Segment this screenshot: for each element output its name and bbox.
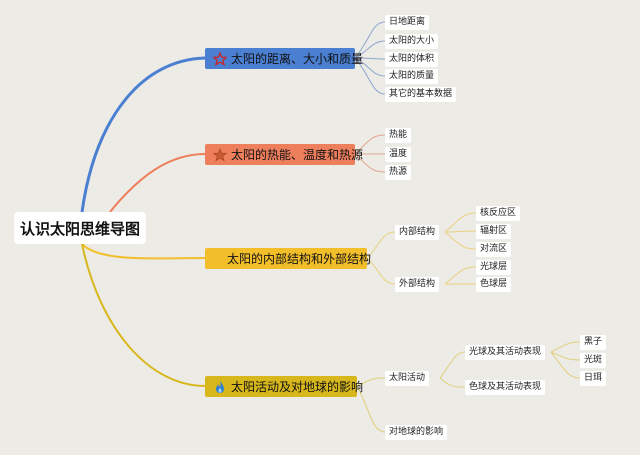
connector-b3-leaf-3 [444, 231, 477, 250]
connector-b2-leaf-3 [354, 153, 386, 173]
flame-icon [213, 380, 227, 394]
star-outline-icon [213, 51, 227, 66]
leaf-sun-mass[interactable]: 太阳的质量 [385, 69, 439, 84]
connector-b4-sub-1 [356, 377, 386, 387]
leaf-sun-earth-distance[interactable]: 日地距离 [385, 15, 430, 30]
connector-b4-subsub-1 [439, 351, 466, 379]
subtopic-solar-activity[interactable]: 太阳活动 [385, 371, 430, 386]
branch-solar-activity-impact[interactable]: 太阳活动及对地球的影响 [205, 376, 363, 397]
leaf-sun-size[interactable]: 太阳的大小 [385, 34, 439, 49]
connector-b3-leaf-4 [444, 266, 477, 285]
connector-b3-leaf-1 [444, 212, 477, 233]
connector-b3-sub-2 [366, 257, 396, 285]
leaf-heat-source[interactable]: 热源 [385, 165, 412, 180]
connector-root-branch-1 [80, 56, 206, 213]
branch-heat-temperature-source[interactable]: 太阳的热能、温度和热源 [205, 144, 363, 165]
leaf-faculae[interactable]: 光斑 [580, 353, 607, 368]
connector-root-branch-2 [109, 153, 206, 213]
connector-b4-leaf-3 [550, 351, 581, 379]
connector-b2-leaf-1 [354, 134, 386, 155]
leaf-radiation-zone[interactable]: 辐射区 [476, 224, 512, 239]
branch-distance-size-mass[interactable]: 太阳的距离、大小和质量 [205, 48, 363, 69]
connector-root-branch-4 [81, 243, 206, 387]
connector-b4-leaf-2 [550, 351, 581, 361]
star-icon [213, 147, 227, 162]
leaf-heat[interactable]: 热能 [385, 128, 412, 143]
leaf-nuclear-reaction-zone[interactable]: 核反应区 [476, 206, 521, 221]
subtopic-photosphere-activity[interactable]: 光球及其活动表现 [465, 345, 546, 360]
connector-b1-leaf-4 [354, 57, 386, 77]
branch-label: 太阳的热能、温度和热源 [231, 148, 364, 162]
connector-b4-sub-2 [356, 385, 386, 433]
leaf-photosphere[interactable]: 光球层 [476, 260, 512, 275]
connector-b3-leaf-2 [444, 230, 477, 233]
leaf-chromosphere[interactable]: 色球层 [476, 277, 512, 292]
branch-label: 太阳活动及对地球的影响 [231, 380, 364, 394]
branch-label: 太阳的距离、大小和质量 [231, 52, 364, 66]
branch-internal-external-structure[interactable]: 太阳的内部结构和外部结构 [205, 248, 371, 269]
branch-label: 太阳的内部结构和外部结构 [227, 252, 372, 266]
leaf-sunspots[interactable]: 黑子 [580, 335, 607, 350]
subtopic-external-structure[interactable]: 外部结构 [395, 277, 440, 292]
subtopic-chromosphere-activity[interactable]: 色球及其活动表现 [465, 380, 546, 395]
connector-b3-sub-1 [366, 231, 396, 259]
subtopic-impact-on-earth[interactable]: 对地球的影响 [385, 425, 448, 440]
connector-root-branch-3 [81, 243, 206, 260]
subtopic-internal-structure[interactable]: 内部结构 [395, 225, 440, 240]
leaf-convection-zone[interactable]: 对流区 [476, 242, 512, 257]
connector-b1-leaf-2 [354, 40, 386, 59]
connector-b4-subsub-2 [439, 377, 466, 388]
connector-b1-leaf-1 [354, 21, 386, 59]
leaf-prominences[interactable]: 日珥 [580, 371, 607, 386]
leaf-sun-volume[interactable]: 太阳的体积 [385, 52, 439, 67]
leaf-temperature[interactable]: 温度 [385, 147, 412, 162]
connector-b1-leaf-3 [354, 57, 386, 60]
root-topic[interactable]: 认识太阳思维导图 [14, 212, 146, 244]
connector-b1-leaf-5 [354, 57, 386, 95]
connector-b4-leaf-1 [550, 341, 581, 353]
leaf-other-data[interactable]: 其它的基本数据 [385, 87, 457, 102]
